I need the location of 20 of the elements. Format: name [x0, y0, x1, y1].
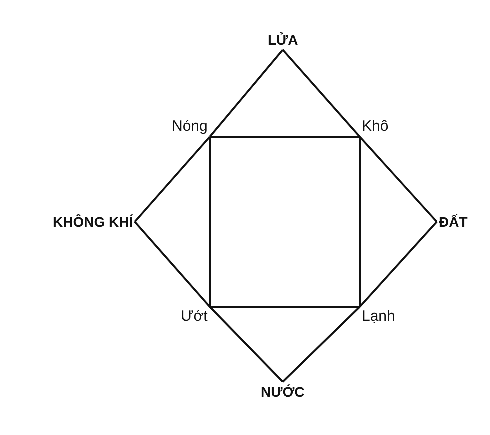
- line: [209, 306, 284, 383]
- line: [282, 306, 361, 383]
- line: [359, 221, 438, 308]
- vertex-label: LỬA: [266, 30, 300, 50]
- vertex-label: Nóng: [170, 117, 210, 137]
- vertex-label: Lạnh: [360, 307, 398, 327]
- line: [282, 49, 361, 138]
- line: [210, 136, 360, 138]
- vertex-label: Ướt: [179, 307, 210, 327]
- vertex-label: ĐẤT: [437, 212, 470, 232]
- vertex-label: KHÔNG KHÍ: [51, 212, 136, 232]
- line: [359, 137, 361, 307]
- vertex-label: NƯỚC: [259, 382, 307, 402]
- line: [209, 49, 284, 138]
- line: [134, 221, 211, 308]
- line: [210, 306, 360, 308]
- vertex-label: Khô: [360, 117, 391, 137]
- line: [209, 137, 211, 307]
- line: [359, 136, 438, 223]
- line: [134, 136, 211, 223]
